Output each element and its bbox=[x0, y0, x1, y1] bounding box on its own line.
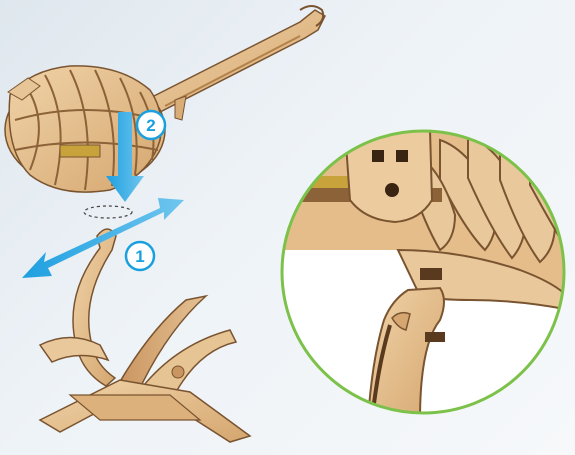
catapult-basket bbox=[5, 66, 165, 218]
step-1-marker: 1 bbox=[126, 242, 154, 270]
step-2-marker: 2 bbox=[137, 111, 165, 139]
catapult-arm bbox=[150, 6, 325, 120]
step-2-label: 2 bbox=[146, 116, 155, 135]
zoom-circle bbox=[282, 130, 575, 420]
step-1-label: 1 bbox=[135, 247, 144, 266]
